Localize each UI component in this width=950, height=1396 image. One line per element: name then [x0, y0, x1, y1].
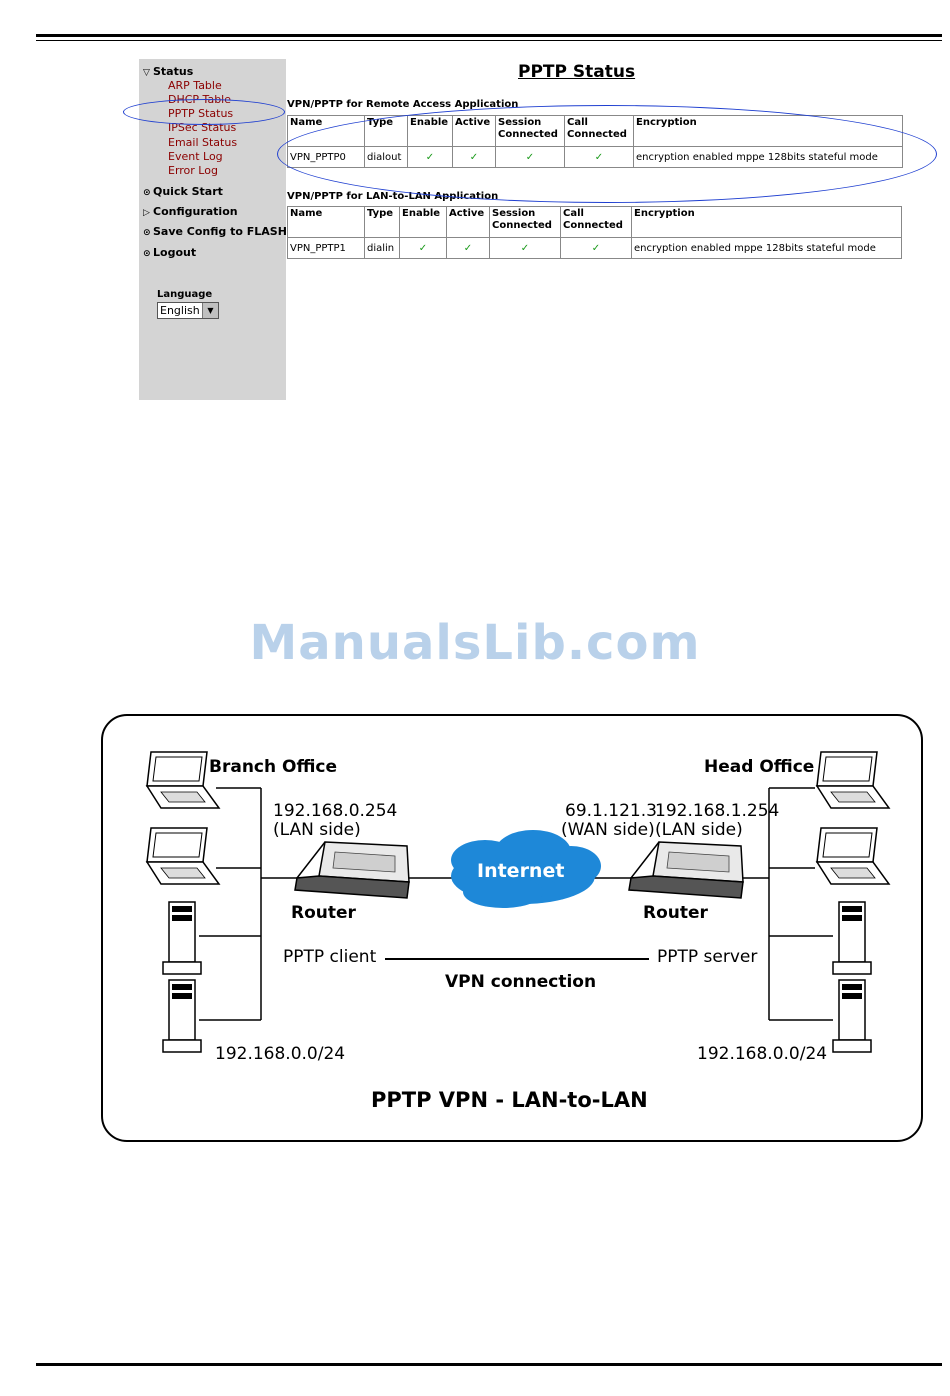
check-icon: ✓ [399, 237, 447, 259]
sidebar-quick-start[interactable]: ⊙Quick Start [143, 185, 223, 198]
sidebar-configuration[interactable]: ▷Configuration [143, 205, 238, 218]
language-label: Language [157, 289, 213, 300]
network-diagram: Branch Office Head Office 192.168.0.254 … [101, 714, 923, 1142]
highlight-oval-remote-table [277, 105, 937, 203]
wan-ip: 69.1.121.3 [565, 801, 657, 821]
triangle-down-icon: ▽ [143, 68, 150, 78]
subnet-right-label: 192.168.0.0/24 [697, 1044, 828, 1064]
head-ip-side: (LAN side) [655, 820, 743, 840]
branch-ip-side: (LAN side) [273, 820, 361, 840]
language-value: English [160, 304, 200, 317]
lan-to-lan-section-title: VPN/PPTP for LAN-to-LAN Application [287, 191, 499, 202]
laptop-icon [815, 751, 891, 809]
top-rule-thin [36, 40, 942, 41]
col-encryption: Encryption [631, 206, 902, 238]
internet-label: Internet [477, 860, 565, 882]
chevron-down-icon[interactable]: ▼ [202, 303, 218, 318]
server-tower-icon [832, 979, 872, 1053]
col-call-connected: Call Connected [560, 206, 632, 238]
remote-access-section-title: VPN/PPTP for Remote Access Application [287, 99, 519, 110]
head-office-label: Head Office [704, 757, 815, 777]
col-active: Active [446, 206, 490, 238]
laptop-icon [815, 827, 891, 885]
cell-encryption: encryption enabled mppe 128bits stateful… [631, 237, 902, 259]
subnet-left-label: 192.168.0.0/24 [215, 1044, 346, 1064]
server-tower-icon [162, 979, 202, 1053]
head-ip: 192.168.1.254 [655, 801, 780, 821]
wan-side: (WAN side) [561, 820, 655, 840]
diagram-title: PPTP VPN - LAN-to-LAN [371, 1088, 648, 1112]
branch-ip: 192.168.0.254 [273, 801, 398, 821]
server-tower-icon [162, 901, 202, 975]
router-icon [628, 841, 744, 899]
server-tower-icon [832, 901, 872, 975]
bullet-icon: ⊙ [143, 228, 151, 238]
highlight-oval-pptp-link [123, 99, 285, 125]
col-enable: Enable [399, 206, 447, 238]
language-select[interactable]: English ▼ [157, 302, 219, 319]
cell-type: dialin [364, 237, 400, 259]
table-row: VPN_PPTP1 dialin ✓ ✓ ✓ ✓ encryption enab… [287, 237, 902, 259]
col-type: Type [364, 206, 400, 238]
watermark: ManualsLib.com [249, 615, 701, 671]
router-right-label: Router [643, 903, 708, 923]
sidebar-link-arp-table[interactable]: ARP Table [168, 79, 222, 92]
diagram-graphics [145, 751, 891, 1053]
sidebar-status[interactable]: ▽Status [143, 65, 194, 78]
bottom-rule [36, 1363, 942, 1366]
col-session-connected: Session Connected [489, 206, 561, 238]
cell-name: VPN_PPTP1 [287, 237, 365, 259]
sidebar-link-event-log[interactable]: Event Log [168, 150, 223, 163]
laptop-icon [145, 827, 221, 885]
check-icon: ✓ [489, 237, 561, 259]
sidebar-link-email-status[interactable]: Email Status [168, 136, 238, 149]
pptp-client-label: PPTP client [283, 947, 377, 967]
router-left-label: Router [291, 903, 356, 923]
check-icon: ✓ [446, 237, 490, 259]
branch-office-label: Branch Office [209, 757, 338, 777]
triangle-right-icon: ▷ [143, 208, 150, 218]
page-title: PPTP Status [518, 62, 636, 82]
router-icon [294, 841, 410, 899]
vpn-connection-label: VPN connection [445, 972, 597, 992]
internet-cloud-icon [451, 830, 601, 908]
pptp-server-label: PPTP server [657, 947, 758, 967]
table-header-row: Name Type Enable Active Session Connecte… [287, 206, 902, 238]
col-name: Name [287, 206, 365, 238]
sidebar-logout[interactable]: ⊙Logout [143, 246, 197, 259]
check-icon: ✓ [560, 237, 632, 259]
laptop-icon [145, 751, 221, 809]
bullet-icon: ⊙ [143, 188, 151, 198]
sidebar-link-error-log[interactable]: Error Log [168, 164, 218, 177]
lan-to-lan-table: Name Type Enable Active Session Connecte… [287, 206, 902, 259]
bullet-icon: ⊙ [143, 249, 151, 259]
top-rule [36, 34, 942, 37]
pptp-status-screenshot: ▽Status ARP Table DHCP Table PPTP Status… [123, 59, 937, 400]
sidebar-save-config[interactable]: ⊙Save Config to FLASH [143, 225, 286, 238]
